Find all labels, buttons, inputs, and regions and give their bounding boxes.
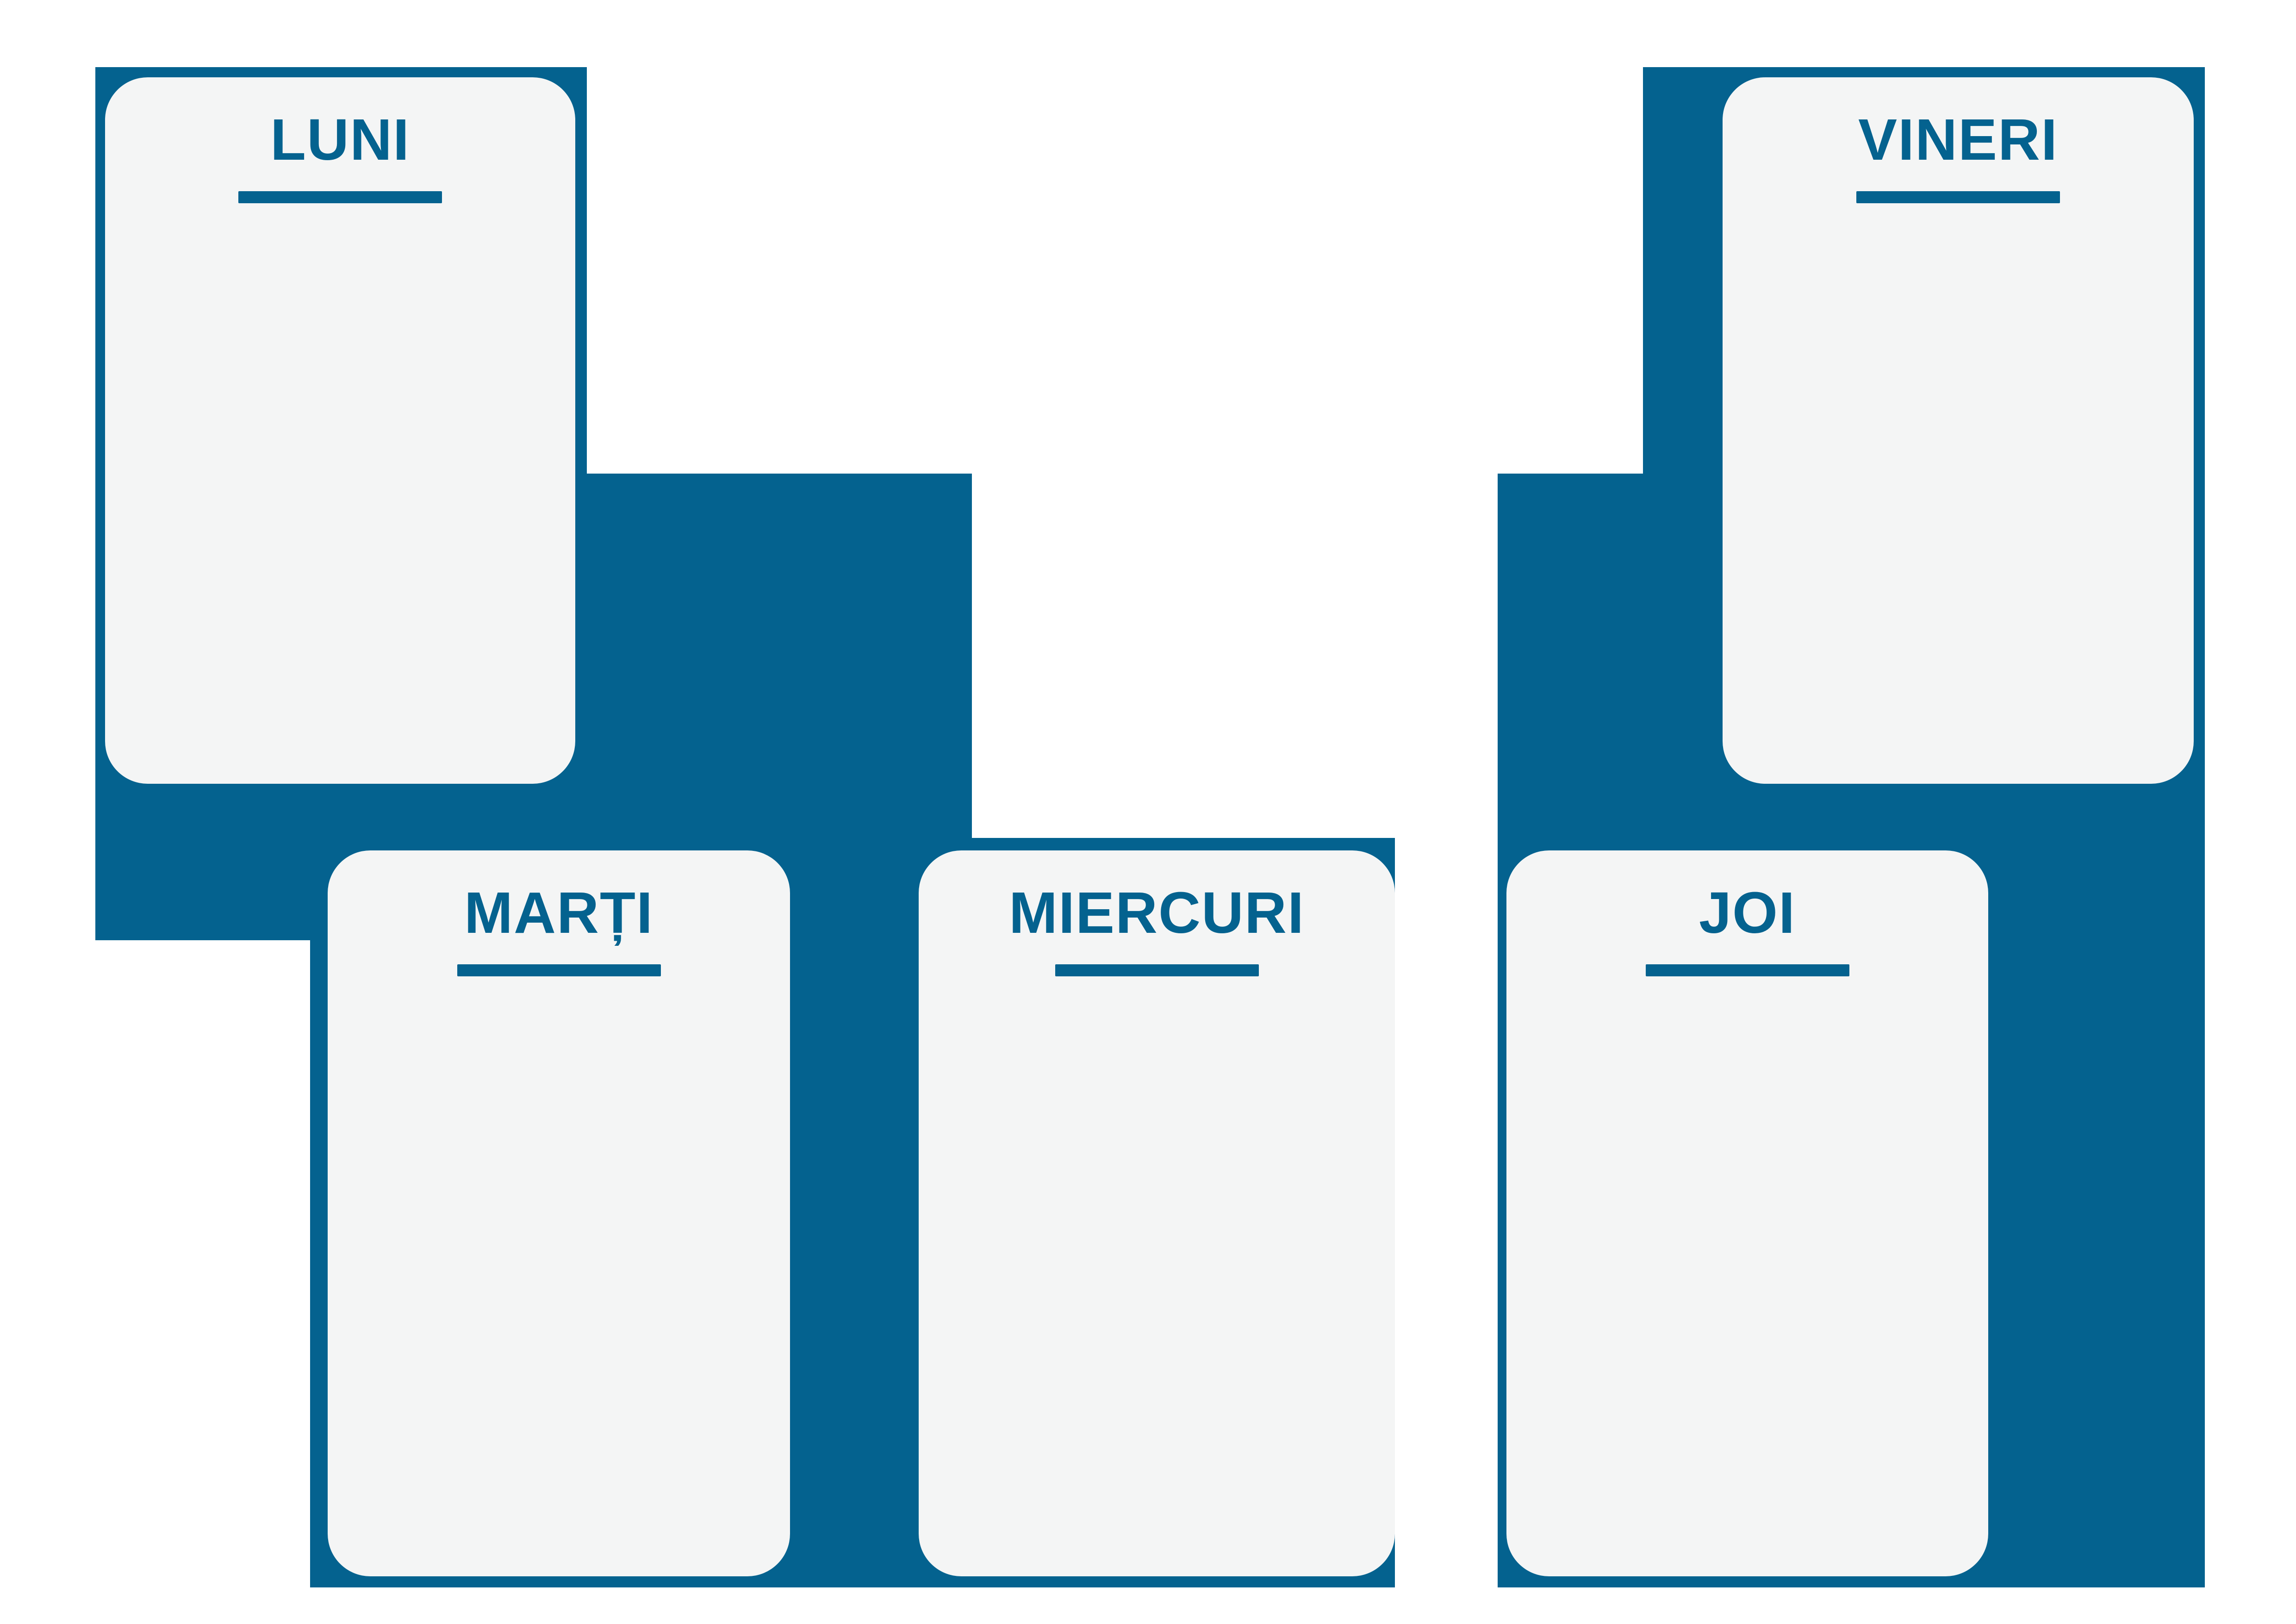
day-title-joi: JOI bbox=[1699, 880, 1796, 945]
day-notes-area-luni[interactable] bbox=[105, 203, 575, 784]
day-title-luni: LUNI bbox=[270, 107, 410, 172]
day-title-underline-joi bbox=[1645, 964, 1849, 976]
day-notes-area-marti[interactable] bbox=[328, 976, 790, 1576]
day-title-underline-miercuri bbox=[1055, 964, 1259, 976]
day-title-miercuri: MIERCURI bbox=[1009, 880, 1305, 945]
day-card-marti[interactable]: MARȚI bbox=[328, 850, 790, 1576]
day-notes-area-joi[interactable] bbox=[1506, 976, 1988, 1576]
day-card-luni[interactable]: LUNI bbox=[105, 77, 575, 784]
day-notes-area-vineri[interactable] bbox=[1723, 203, 2194, 784]
day-title-underline-luni bbox=[238, 191, 442, 203]
day-title-marti: MARȚI bbox=[464, 880, 653, 945]
day-title-underline-marti bbox=[457, 964, 661, 976]
day-title-vineri: VINERI bbox=[1858, 107, 2059, 172]
day-card-joi[interactable]: JOI bbox=[1506, 850, 1988, 1576]
day-title-underline-vineri bbox=[1856, 191, 2060, 203]
day-card-vineri[interactable]: VINERI bbox=[1723, 77, 2194, 784]
day-notes-area-miercuri[interactable] bbox=[919, 976, 1395, 1576]
day-card-miercuri[interactable]: MIERCURI bbox=[919, 850, 1395, 1576]
